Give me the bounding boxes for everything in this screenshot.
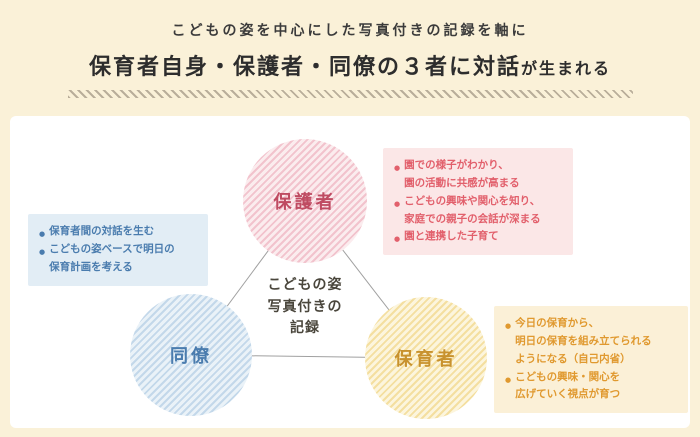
circle-teachers: 保育者 xyxy=(365,297,487,419)
circle-guardians-label: 保護者 xyxy=(273,192,337,213)
note-guardians: ●園での様子がわかり、 園の活動に共感が高まる●こどもの興味や関心を知り、 家庭… xyxy=(383,148,573,256)
main-title-emphasis: 保育者自身・保護者・同僚の３者に対話 xyxy=(88,55,521,80)
circle-colleagues-label: 同僚 xyxy=(170,346,212,367)
diagram-panel: 保護者 同僚 保育者 こどもの姿 写真付きの 記録 ●園での様子がわかり、 園の… xyxy=(10,116,690,428)
note-item-text: こどもの姿ベースで明日の 保育計画を考える xyxy=(49,242,175,273)
note-item-text: こどもの興味・関心を 広げていく視点が育つ xyxy=(515,370,621,401)
note-item: ●こどもの姿ベースで明日の 保育計画を考える xyxy=(39,241,197,277)
hatched-underline xyxy=(67,90,633,98)
note-item: ●こどもの興味や関心を知り、 家庭での親子の会話が深まる xyxy=(394,193,562,229)
bullet-icon: ● xyxy=(39,230,46,238)
note-item: ●こどもの興味・関心を 広げていく視点が育つ xyxy=(505,369,677,405)
note-item-text: 保育者間の対話を生む xyxy=(49,225,155,237)
subtitle: こどもの姿を中心にした写真付きの記録を軸に xyxy=(171,23,529,39)
bullet-icon: ● xyxy=(39,247,46,256)
bullet-icon: ● xyxy=(394,164,401,172)
center-label: こどもの姿 写真付きの 記録 xyxy=(267,277,343,337)
bullet-icon: ● xyxy=(394,199,401,208)
circle-colleagues: 同僚 xyxy=(130,294,252,416)
note-item-text: 園と連携した子育て xyxy=(404,230,499,243)
note-teachers: ●今日の保育から、 明日の保育を組み立てられる ようになる（自己内省）●こどもの… xyxy=(494,306,688,414)
main-title: 保育者自身・保護者・同僚の３者に対話が生まれる xyxy=(0,49,700,81)
bullet-icon: ● xyxy=(505,322,512,330)
main-title-suffix: が生まれる xyxy=(521,59,612,78)
bullet-icon: ● xyxy=(394,235,401,244)
note-item-text: 今日の保育から、 明日の保育を組み立てられる ようになる（自己内省） xyxy=(515,317,652,365)
note-item: ●今日の保育から、 明日の保育を組み立てられる ようになる（自己内省） xyxy=(505,315,677,369)
note-colleagues: ●保育者間の対話を生む●こどもの姿ベースで明日の 保育計画を考える xyxy=(28,214,208,286)
note-item-text: 園での様子がわかり、 園の活動に共感が高まる xyxy=(404,159,520,189)
note-item: ●園と連携した子育て xyxy=(394,228,562,246)
note-item: ●園での様子がわかり、 園の活動に共感が高まる xyxy=(394,157,562,193)
circle-guardians: 保護者 xyxy=(243,139,367,263)
note-item: ●保育者間の対話を生む xyxy=(39,223,197,241)
note-item-text: こどもの興味や関心を知り、 家庭での親子の会話が深まる xyxy=(404,194,541,225)
circle-teachers-label: 保育者 xyxy=(394,349,458,370)
bullet-icon: ● xyxy=(505,375,512,384)
title-block: こどもの姿を中心にした写真付きの記録を軸に 保育者自身・保護者・同僚の３者に対話… xyxy=(0,0,700,98)
